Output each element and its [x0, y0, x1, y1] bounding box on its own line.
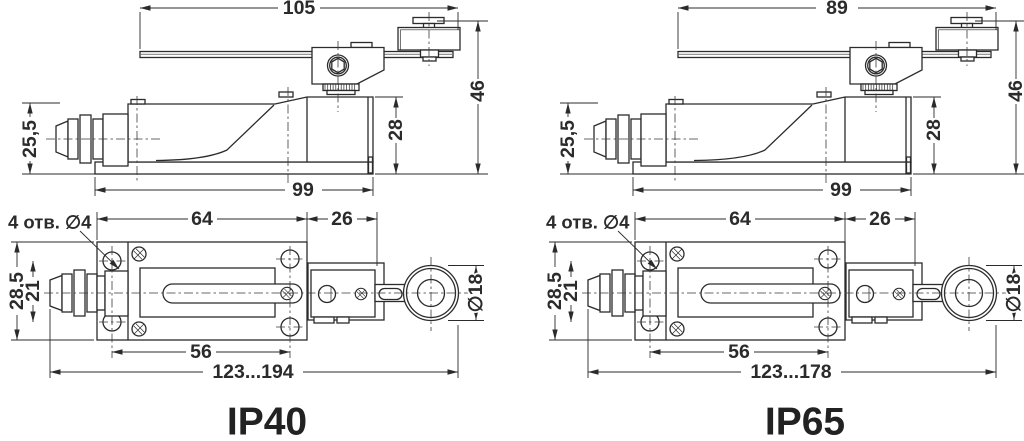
dim-plate-width: 28,5 [6, 272, 28, 310]
dim-lever-length: 105 [283, 0, 316, 19]
figure-ip40: 105 46 25,5 28 99 4 отв. ∅4 64 26 28,5 2… [4, 0, 491, 441]
dim-holes-distance: 21 [560, 280, 582, 302]
dim-roller-diameter: ∅18 [1003, 274, 1024, 313]
dim-left-height: 25,5 [557, 120, 579, 158]
dim-body-height: 28 [923, 119, 945, 141]
dim-left-height: 25,5 [19, 120, 41, 158]
dim-bracket-width: 26 [331, 208, 353, 230]
dim-holes-distance: 21 [22, 280, 44, 302]
dim-body-width: 64 [729, 208, 751, 230]
dim-body-length: 99 [830, 179, 852, 201]
figure-ip40-texts: 105 46 25,5 28 99 4 отв. ∅4 64 26 28,5 2… [4, 0, 491, 441]
protection-label: IP65 [765, 401, 845, 441]
dim-body-width: 64 [191, 208, 213, 230]
dim-bracket-width: 26 [869, 208, 891, 230]
dim-slot-length: 56 [728, 341, 750, 363]
figure-ip65: 89 46 25,5 28 99 4 отв. ∅4 64 26 28,5 21… [542, 0, 1024, 441]
dim-body-height: 28 [385, 119, 407, 141]
switch-drawing [11, 8, 488, 378]
holes-note: 4 отв. ∅4 [546, 212, 630, 233]
dim-body-length: 99 [292, 179, 314, 201]
figure-ip65-texts: 89 46 25,5 28 99 4 отв. ∅4 64 26 28,5 21… [542, 0, 1024, 441]
switch-drawing [549, 8, 1024, 378]
dim-adjustable-length: 123...178 [750, 361, 831, 383]
dim-roller-diameter: ∅18 [465, 274, 487, 313]
dim-adjustable-length: 123...194 [212, 361, 293, 383]
dim-overall-height: 46 [467, 80, 489, 102]
dim-slot-length: 56 [190, 341, 212, 363]
holes-note: 4 отв. ∅4 [8, 212, 92, 233]
dim-lever-length: 89 [826, 0, 848, 19]
dim-overall-height: 46 [1005, 80, 1024, 102]
dim-plate-width: 28,5 [544, 272, 566, 310]
protection-label: IP40 [227, 401, 307, 441]
